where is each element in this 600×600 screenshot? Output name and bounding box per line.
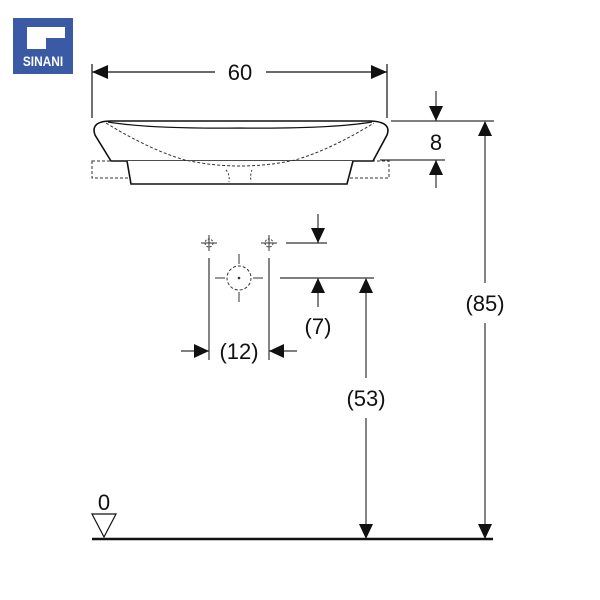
waste-height-dimension: (53): [346, 278, 386, 539]
logo-text: SINANI: [22, 53, 64, 69]
tap-hole-markers: [201, 235, 277, 302]
waste-height-label: (53): [346, 386, 385, 411]
sinani-logo: SINANI: [13, 18, 73, 74]
tap-hole-right: [261, 235, 277, 251]
width-dimension: 60: [91, 60, 388, 118]
floor-reference: 0: [91, 490, 493, 541]
basin-outline: [91, 120, 390, 185]
rim-height-label: 8: [430, 130, 442, 155]
width-label: 60: [228, 60, 252, 85]
tap-offset-dimension: (7): [280, 214, 374, 339]
tap-offset-label: (7): [305, 314, 332, 339]
waste-outlet: [215, 254, 263, 302]
tap-hole-left: [201, 235, 217, 251]
tap-spacing-dimension: (12): [181, 258, 297, 364]
tap-spacing-label: (12): [219, 339, 258, 364]
floor-level-label: 0: [98, 490, 110, 515]
logo-mark-notch: [46, 38, 65, 49]
total-height-dimension: (85): [465, 121, 505, 539]
total-height-label: (85): [465, 291, 504, 316]
rim-height-dimension: 8: [380, 91, 494, 188]
